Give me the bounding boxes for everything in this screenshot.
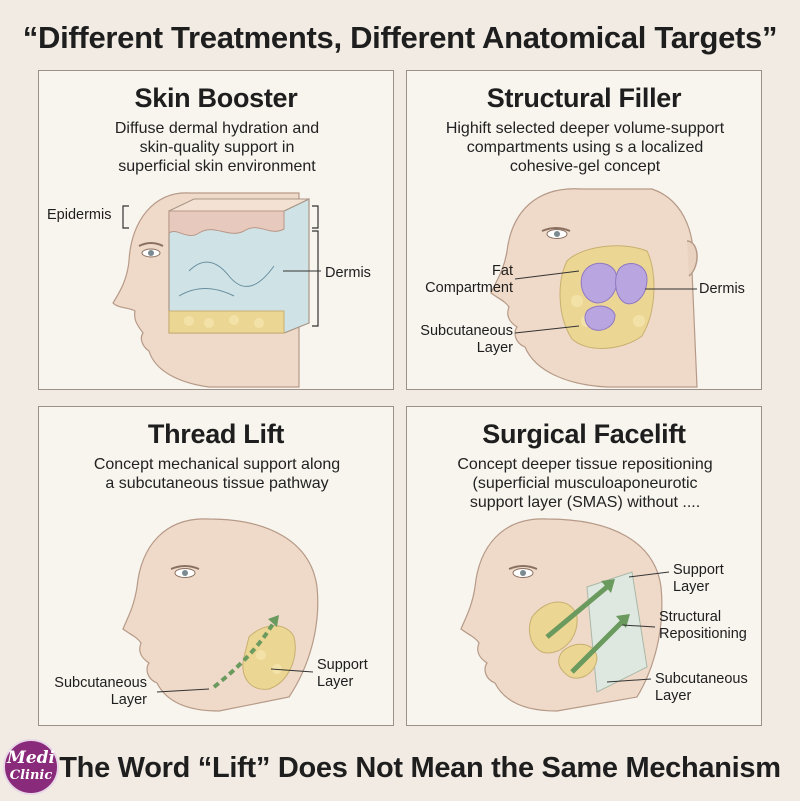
panel-surgical-facelift: Surgical Facelift Concept deeper tissue … — [406, 406, 762, 726]
filler-deposit-2 — [615, 263, 648, 305]
footer-caption: The Word “Lift” Does Not Mean the Same M… — [59, 752, 781, 784]
panel-thread-lift: Thread Lift Concept mechanical support a… — [38, 406, 394, 726]
face-outline — [122, 518, 319, 712]
panel-description: Concept mechanical support along a subcu… — [93, 456, 341, 492]
logo-line-1: Medi — [7, 748, 55, 768]
filler-deposit-1 — [580, 262, 618, 304]
label-support-layer: Support Layer — [673, 562, 724, 595]
label-subcutaneous-layer: Subcutaneous Layer — [420, 323, 513, 356]
panel-structural-filler: Structural Filler Highift selected deepe… — [406, 70, 762, 390]
skin-booster-illustration — [112, 192, 321, 388]
panel-title: Surgical Facelift — [482, 419, 686, 449]
label-support-layer: Support Layer — [317, 657, 368, 690]
label-fat-compartment: Fat Compartment — [425, 263, 513, 296]
label-epidermis: Epidermis — [47, 207, 112, 223]
surgical-facelift-illustration — [460, 518, 670, 712]
logo-line-2: Clinic — [9, 768, 53, 783]
label-structural-repositioning: Structural Repositioning — [659, 609, 747, 642]
panel-description: Diffuse dermal hydration and skin-qualit… — [114, 120, 320, 175]
label-dermis: Dermis — [699, 281, 745, 297]
panel-description: Highift selected deeper volume-support c… — [445, 120, 725, 175]
panel-skin-booster: Skin Booster Diffuse dermal hydration an… — [38, 70, 394, 390]
page-title: “Different Treatments, Different Anatomi… — [22, 20, 778, 55]
filler-deposit-3 — [584, 305, 616, 331]
logo-badge-icon — [3, 739, 59, 795]
medi-clinic-logo: Medi Clinic — [2, 738, 60, 796]
reposition-arrow-2 — [570, 620, 624, 674]
structural-filler-illustration — [490, 188, 698, 388]
panel-title: Thread Lift — [147, 419, 285, 449]
panel-title: Skin Booster — [134, 83, 298, 113]
label-subcutaneous-layer: Subcutaneous Layer — [655, 671, 748, 704]
thread-arrow — [212, 620, 276, 689]
panel-title: Structural Filler — [486, 83, 682, 113]
label-dermis: Dermis — [325, 265, 371, 281]
panel-description: Concept deeper tissue repositioning (sup… — [457, 456, 713, 511]
thread-lift-illustration — [122, 518, 319, 712]
label-subcutaneous-layer: Subcutaneous Layer — [54, 675, 147, 708]
reposition-arrow-1 — [545, 585, 609, 639]
